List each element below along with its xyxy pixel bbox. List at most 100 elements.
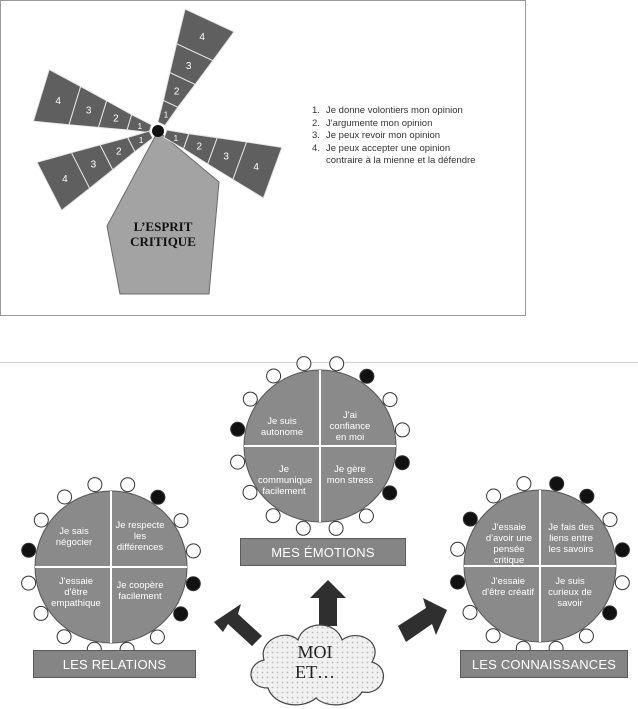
blade-number: 1 [139, 136, 144, 145]
relations-q1: Je sais négocier [55, 526, 93, 548]
legend-number: 3. [312, 130, 320, 141]
marker-dot-empty [516, 476, 532, 492]
marker-dot-filled [450, 574, 466, 590]
marker-dot-filled [230, 421, 246, 437]
marker-dot-empty [230, 454, 246, 470]
legend-item: 3. Je peux revoir mon opinion [312, 130, 476, 143]
marker-dot-empty [462, 604, 478, 620]
marker-dot-empty [87, 477, 103, 493]
blade-number: 3 [91, 159, 97, 170]
label-les-connaissances-text: LES CONNAISSANCES [471, 656, 617, 672]
label-mes-emotions-text: MES ÉMOTIONS [271, 544, 375, 560]
cloud-shape [250, 624, 384, 706]
legend-text: Je peux accepter une opinion contraire à… [326, 142, 476, 167]
windmill-hub [152, 125, 164, 137]
marker-dot-empty [296, 356, 312, 372]
marker-dot-empty [33, 512, 49, 528]
marker-dot-empty [242, 391, 258, 407]
wheel-emotions [230, 356, 410, 536]
section-divider [0, 362, 638, 363]
center-label-line1: MOI [297, 642, 333, 662]
marker-dot-filled [359, 368, 375, 384]
blade-segment [32, 68, 82, 126]
label-les-connaissances: LES CONNAISSANCES [460, 650, 628, 678]
legend-text: J'argumente mon opinion [326, 117, 433, 129]
connaissances-q2: Je fais des liens entre les savoirs [548, 522, 594, 555]
marker-dot-empty [394, 422, 410, 438]
arrow-right-up-icon [398, 598, 447, 642]
marker-dot-empty [329, 356, 345, 372]
marker-dot-empty [21, 575, 37, 591]
blade-number: 4 [62, 174, 68, 185]
arrow-left-up-icon [214, 604, 262, 646]
marker-dot-empty [295, 520, 311, 536]
blade-number: 2 [116, 147, 122, 158]
emotions-q4: Je gère mon stress [326, 464, 374, 486]
marker-dot-empty [358, 508, 374, 524]
marker-dot-filled [602, 605, 618, 621]
marker-dot-filled [382, 485, 398, 501]
legend-item: 1.Je donne volontiers mon opinion [312, 105, 476, 118]
marker-dot-empty [242, 484, 258, 500]
windmill-title-line1: L’ESPRIT [134, 219, 193, 234]
legend-text: Je peux revoir mon opinion [326, 130, 441, 141]
legend-number: 4. [312, 142, 320, 154]
blade-number: 4 [199, 32, 205, 43]
windmill-tower [106, 130, 220, 295]
marker-dot-empty [382, 392, 398, 408]
marker-dot-filled [549, 476, 565, 492]
legend-number: 1. [312, 105, 320, 116]
arrow-up-icon [310, 580, 346, 626]
marker-dot-empty [578, 628, 594, 644]
marker-dot-filled [21, 542, 37, 558]
blade-segment [176, 8, 235, 62]
label-mes-emotions: MES ÉMOTIONS [240, 538, 406, 566]
marker-dot-filled [150, 489, 166, 505]
marker-dot-filled [185, 576, 201, 592]
marker-dot-empty [602, 512, 618, 528]
blade-number: 4 [55, 96, 61, 107]
marker-dot-empty [56, 629, 72, 645]
marker-dot-empty [57, 489, 73, 505]
blade-segment [36, 152, 91, 212]
marker-dot-empty [486, 488, 502, 504]
legend-item: 4. Je peux accepter une opinion contraire… [312, 143, 476, 168]
emotions-q1: Je suis autonome [260, 416, 304, 438]
blade-number: 2 [197, 142, 203, 153]
marker-dot-empty [120, 477, 136, 493]
marker-dot-empty [265, 508, 281, 524]
connaissances-q1: J'essaie d'avoir une pensée critique [485, 522, 533, 566]
blade-number: 2 [174, 87, 180, 98]
marker-dot-filled [579, 488, 595, 504]
marker-dot-filled [462, 511, 478, 527]
marker-dot-empty [328, 520, 344, 536]
blade-number: 3 [86, 105, 92, 116]
blade-number: 4 [253, 162, 259, 173]
center-label-line2: ET… [295, 662, 335, 682]
marker-dot-filled [394, 455, 410, 471]
relations-q3: J'essaie d'être empathique [51, 576, 101, 609]
marker-dot-empty [266, 368, 282, 384]
relations-q2: Je respecte les différences [115, 520, 165, 553]
blade-number: 1 [164, 110, 169, 119]
label-les-relations-text: LES RELATIONS [62, 656, 167, 672]
wheels-group [21, 356, 630, 657]
label-les-relations: LES RELATIONS [33, 650, 196, 678]
wheel-connaissances [450, 476, 630, 656]
legend-item: 2. J'argumente mon opinion [312, 118, 476, 131]
emotions-q3: Je communique facilement [258, 464, 313, 497]
marker-dot-empty [149, 629, 165, 645]
blade-number: 1 [174, 134, 179, 143]
marker-dot-empty [614, 575, 630, 591]
wheel-relations [21, 477, 201, 657]
blade-number: 2 [113, 114, 119, 125]
relations-q4: Je coopère facilement [116, 580, 164, 602]
marker-dot-filled [614, 542, 630, 558]
windmill-title-line2: CRITIQUE [130, 234, 196, 249]
legend-number: 2. [312, 117, 320, 129]
marker-dot-empty [33, 605, 49, 621]
blade-number: 3 [186, 61, 192, 72]
